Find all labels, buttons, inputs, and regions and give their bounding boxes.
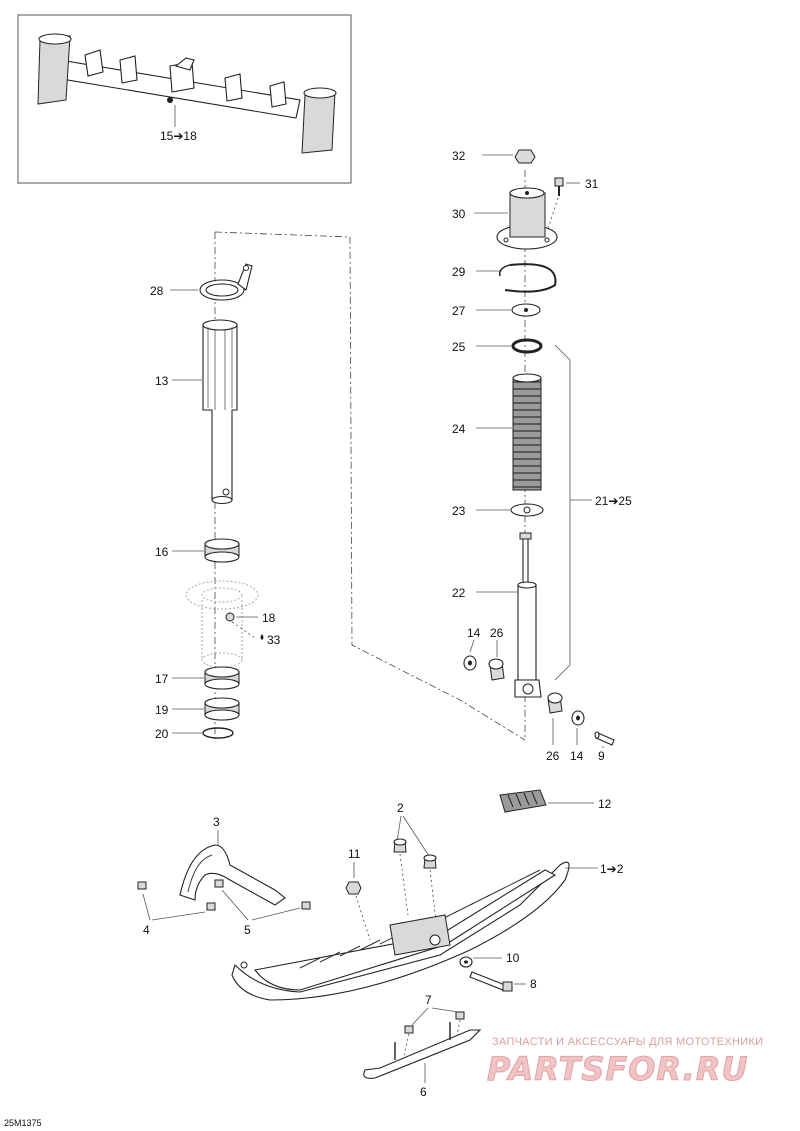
- part-29-retainer-clip: 29: [452, 263, 557, 293]
- part-7-6-runner: 7 6: [363, 993, 482, 1099]
- callout-12: 12: [598, 797, 612, 811]
- part-22-shock-absorber: 22: [452, 532, 542, 698]
- axle-inset: 15➔18: [17, 14, 352, 184]
- part-25-spring-seat: 25: [452, 338, 543, 354]
- part-20-circlip: 20: [155, 727, 234, 741]
- callout-20: 20: [155, 727, 169, 741]
- callout-30: 30: [452, 207, 466, 221]
- callout-21-25: 21➔25: [595, 494, 632, 508]
- part-11-nut: 11: [345, 847, 371, 941]
- callout-25: 25: [452, 340, 466, 354]
- callout-14-right: 14: [570, 749, 584, 763]
- callout-7: 7: [425, 993, 432, 1007]
- callout-13: 13: [155, 374, 169, 388]
- callout-17: 17: [155, 672, 169, 686]
- part-32-nut: 32: [452, 149, 536, 164]
- callout-24: 24: [452, 422, 466, 436]
- spindle-housing-ghost: [185, 580, 259, 668]
- callout-8: 8: [530, 977, 537, 991]
- callout-5: 5: [244, 923, 251, 937]
- part-4-5-bolts: 4 5: [137, 879, 311, 937]
- shock-hardware: 14 26 26 14 9: [463, 626, 615, 763]
- part-24-spring: 24: [452, 373, 542, 491]
- callout-26-right: 26: [546, 749, 560, 763]
- callout-16: 16: [155, 545, 169, 559]
- callout-11: 11: [348, 847, 361, 861]
- callout-6: 6: [420, 1085, 427, 1099]
- callout-19: 19: [155, 703, 169, 717]
- callout-32: 32: [452, 149, 466, 163]
- part-27-washer: 27: [452, 303, 541, 318]
- callout-1-2: 1➔2: [600, 862, 624, 876]
- part-13-spindle: 13: [155, 319, 238, 505]
- callout-18: 18: [262, 611, 276, 625]
- grease-drop-icon: [260, 634, 264, 640]
- callout-2: 2: [397, 801, 404, 815]
- part-18-grease-fitting: 18 33: [225, 611, 281, 647]
- callout-29: 29: [452, 265, 466, 279]
- diagram-code: 25M1375: [4, 1118, 42, 1128]
- part-19-bushing: 19: [155, 697, 240, 721]
- callout-26-left: 26: [490, 626, 504, 640]
- callout-3: 3: [213, 815, 220, 829]
- callout-14-left: 14: [467, 626, 481, 640]
- callout-10: 10: [506, 951, 520, 965]
- part-1-ski: 1➔2: [231, 861, 624, 1001]
- callout-33: 33: [267, 633, 281, 647]
- part-2-bushings: 2: [393, 801, 438, 931]
- callout-22: 22: [452, 586, 466, 600]
- part-23-spring-cup: 23: [452, 503, 544, 518]
- callout-31: 31: [585, 177, 599, 191]
- watermark-logo: PARTSFOR.RU: [487, 1050, 748, 1088]
- part-17-bushing: 17: [155, 666, 240, 690]
- callout-27: 27: [452, 304, 466, 318]
- callout-4: 4: [143, 923, 150, 937]
- callout-28: 28: [150, 284, 164, 298]
- callout-9: 9: [598, 749, 605, 763]
- part-16-bushing: 16: [155, 538, 240, 563]
- part-28-ring-bracket: 28: [150, 263, 253, 301]
- assembly-centerlines: [214, 170, 526, 741]
- part-10-8-hardware: 10 8: [459, 951, 537, 992]
- watermark-line1: ЗАПЧАСТИ И АКСЕССУАРЫ ДЛЯ МОТОТЕХНИКИ: [492, 1036, 763, 1048]
- part-31-screw: 31: [545, 177, 599, 236]
- part-3-handle: 3: [179, 815, 286, 906]
- part-12-ski-pad: 12: [499, 789, 612, 813]
- watermark: ЗАПЧАСТИ И АКСЕССУАРЫ ДЛЯ МОТОТЕХНИКИ PA…: [487, 1036, 764, 1089]
- callout-23: 23: [452, 504, 466, 518]
- bracket-21-25: 21➔25: [554, 344, 632, 681]
- callout-15-18: 15➔18: [160, 129, 197, 143]
- part-30-upper-mount: 30: [452, 187, 558, 250]
